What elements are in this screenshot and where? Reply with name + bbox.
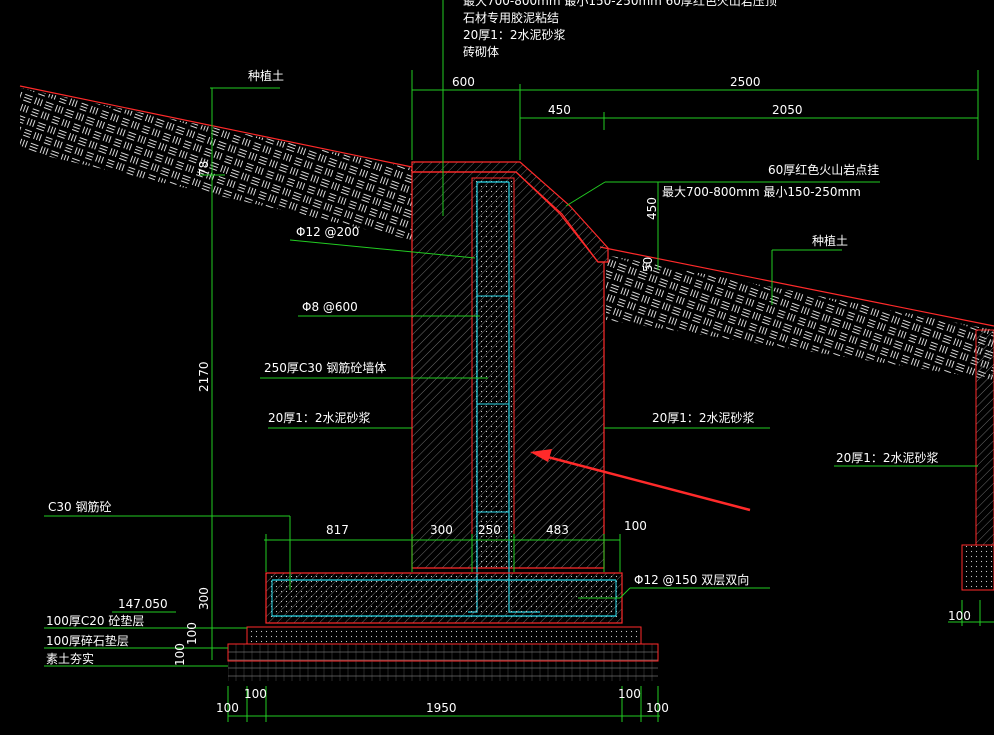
label-stone-cap: 60厚红色火山岩点挂 [768,162,879,177]
dim-bot-100b: 100 [244,687,267,701]
wall-inner [471,177,515,569]
label-wall: 250厚C30 钢筋砼墙体 [264,360,386,375]
soil-right-band [606,255,994,380]
dim-mid-483: 483 [546,523,569,537]
label-mortar-right: 20厚1：2水泥砂浆 [652,410,755,425]
dim-bot-100a: 100 [216,701,239,715]
label-elevation: 147.050 [118,597,168,611]
soil-left-surface [19,85,413,168]
note-top-2: 石材专用胶泥粘结 [463,10,559,25]
dim-left-2170: 2170 [197,361,211,392]
red-arrow-head [530,449,552,462]
label-rebar-dist: Φ8 @600 [302,300,358,314]
dim-top-600: 600 [452,75,475,89]
note-top-1: 最大700-800mm 最小150-250mm 60厚红色火山岩压顶 [463,0,777,8]
dim-mid-100: 100 [624,519,647,533]
label-footing: C30 钢筋砼 [48,499,111,514]
label-rebar-main: Φ12 @200 [296,225,359,239]
label-soil-right: 种植土 [812,233,848,248]
layer-soil [228,661,658,681]
dim-top-2050: 2050 [772,103,803,117]
dim-slope-450: 450 [645,197,659,220]
footing-fill [268,575,620,621]
dim-left-300: 300 [197,587,211,610]
dim-mid-250: 250 [478,523,501,537]
label-footing-rebar: Φ12 @150 双层双向 [634,572,749,587]
dim-left-100a: 100 [185,622,199,645]
label-layer-gravel: 100厚碎石垫层 [46,633,129,648]
dimension-lines [44,0,994,722]
layer-gravel [227,643,659,662]
dim-mid-300: 300 [430,523,453,537]
dim-bot-1950: 1950 [426,701,457,715]
note-top-4: 砖砌体 [463,44,499,59]
dim-bot-100d: 100 [646,701,669,715]
red-arrow-shaft [539,453,751,512]
right-footing-partial [961,544,994,591]
label-mortar-left: 20厚1：2水泥砂浆 [268,410,371,425]
dim-left-78: 78 [197,161,211,176]
label-stone-size: 最大700-800mm 最小150-250mm [662,185,861,199]
dim-slope-50: 50 [641,257,655,272]
dim-far-100: 100 [948,609,971,623]
right-wall-partial [975,329,994,546]
dim-left-100b: 100 [173,643,187,666]
note-top-3: 20厚1：2水泥砂浆 [463,27,566,42]
label-layer-soil: 素土夯实 [46,651,94,666]
dim-top-2500: 2500 [730,75,761,89]
label-mortar-far-right: 20厚1：2水泥砂浆 [836,450,939,465]
dim-mid-817: 817 [326,523,349,537]
soil-right-surface [599,246,994,327]
dim-top-450: 450 [548,103,571,117]
label-soil-left: 种植土 [248,68,284,83]
layer-c20 [246,626,642,645]
soil-left-band [20,88,412,240]
label-layer-c20: 100厚C20 砼垫层 [46,613,144,628]
dim-bot-100c: 100 [618,687,641,701]
